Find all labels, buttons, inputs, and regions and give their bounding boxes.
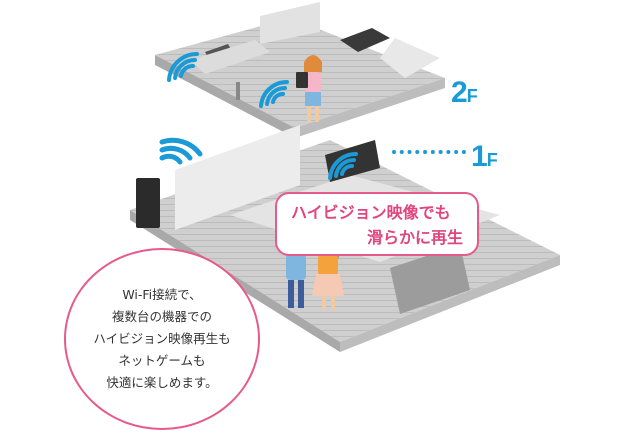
circle-line: 快適に楽しめます。 [106, 375, 218, 390]
wifi-signal-icon [159, 137, 203, 165]
floor-number-1f: 1 [471, 140, 488, 173]
bubble-line-2: 滑らかに再生 [366, 228, 463, 247]
wifi-signal-icon [259, 79, 289, 108]
bubble-line-1: ハイビジョン映像でも [291, 203, 451, 222]
desk [190, 40, 270, 74]
feature-circle: Wi-Fi接続で、 複数台の機器での ハイビジョン映像再生も ネットゲームも 快… [64, 248, 260, 430]
wifi-signal-icon [328, 151, 358, 180]
dotted-connector [392, 150, 466, 154]
person-with-tablet [296, 55, 322, 122]
circle-line: 複数台の機器での [111, 309, 212, 324]
tv-icon [340, 28, 390, 52]
floor-label-2f: 2F [451, 76, 478, 110]
circle-line: Wi-Fi接続で、 [122, 287, 202, 302]
wifi-signal-icon [167, 51, 199, 82]
floor-number-2f: 2 [451, 76, 468, 109]
router-icon [136, 178, 160, 228]
floor-2f [155, 2, 445, 138]
circle-line: ハイビジョン映像再生も [93, 331, 231, 346]
floor-suffix-1f: F [486, 150, 498, 170]
speech-bubble: ハイビジョン映像でも 滑らかに再生 [275, 192, 479, 256]
floor-suffix-2f: F [466, 86, 478, 106]
tablet-icon [296, 72, 308, 88]
bookshelf [260, 2, 320, 44]
circle-line: ネットゲームも [118, 353, 206, 368]
floor-label-1f: 1F [471, 140, 498, 174]
